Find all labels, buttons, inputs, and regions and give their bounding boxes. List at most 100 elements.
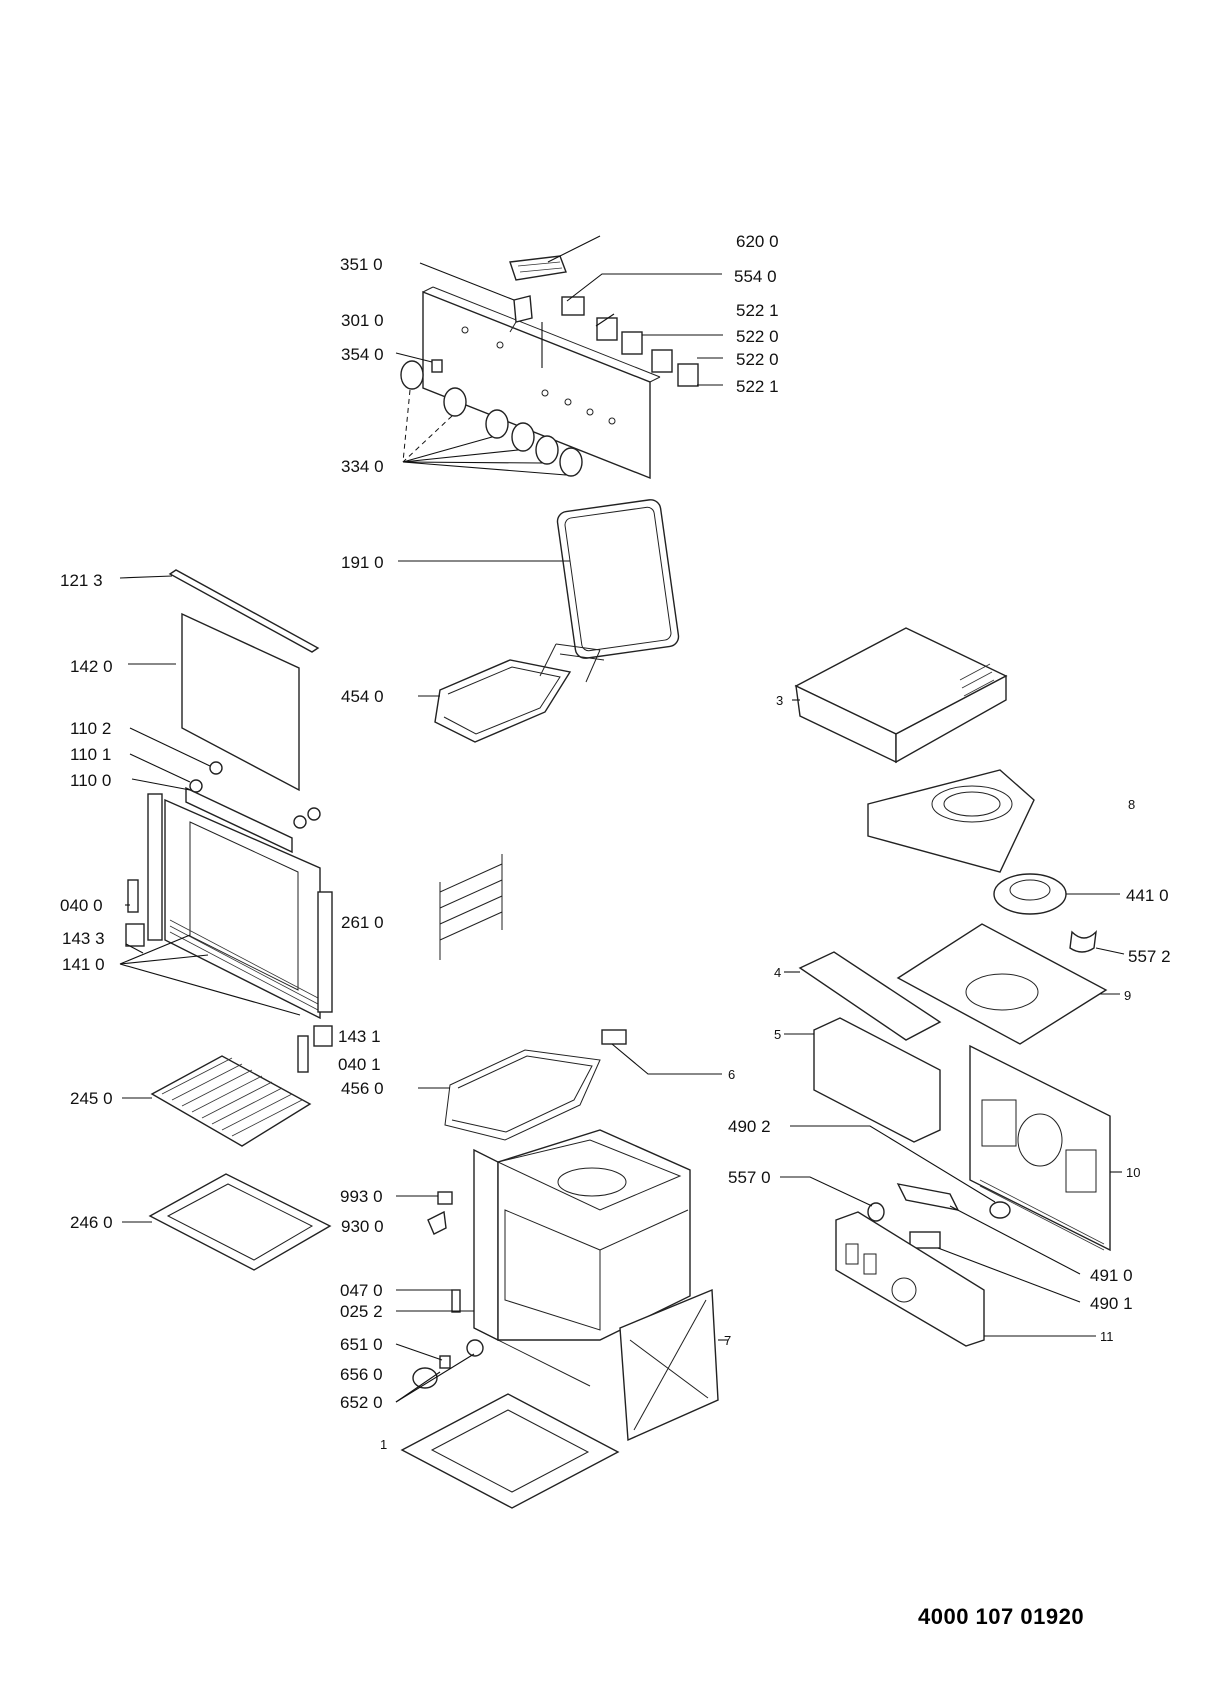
callout-4: 4	[774, 965, 781, 980]
control-panel-group	[395, 235, 723, 480]
connector-block-4901	[909, 1231, 941, 1249]
rear-panel	[969, 1044, 1111, 1252]
top-rail	[798, 951, 942, 1041]
thermostat	[513, 295, 533, 323]
callout-2450: 245 0	[70, 1089, 113, 1108]
cavity-bottom-plate	[400, 1393, 620, 1509]
drip-tray	[148, 1173, 332, 1271]
callout-1420: 142 0	[70, 657, 113, 676]
callout-5540: 554 0	[734, 267, 777, 286]
callout-5221-b: 522 1	[736, 377, 779, 396]
switch-5221-a	[596, 317, 618, 341]
lamp-5570	[867, 1202, 885, 1222]
knob-spindle	[431, 359, 443, 373]
inner-glass	[181, 612, 300, 792]
callout-3: 3	[776, 693, 783, 708]
callout-1433: 143 3	[62, 929, 105, 948]
terminal-strip	[896, 1183, 960, 1211]
callout-10: 10	[1126, 1165, 1140, 1180]
element-bracket	[601, 1029, 627, 1045]
hinge-bracket-1431	[313, 1025, 333, 1047]
fan-shroud	[867, 769, 1035, 873]
callout-4560: 456 0	[341, 1079, 384, 1098]
door-top-trim	[168, 569, 320, 653]
cavity-back-panel	[619, 1288, 719, 1442]
callout-1213: 121 3	[60, 571, 103, 590]
switch-5221-b	[677, 363, 699, 387]
hinge-bracket-1433	[125, 923, 145, 947]
lamp-bulb	[439, 1355, 451, 1369]
callout-4910: 491 0	[1090, 1266, 1133, 1285]
oven-cavity-group	[395, 1129, 728, 1509]
callout-4901: 490 1	[1090, 1294, 1133, 1313]
door-side-rail-right	[317, 891, 333, 1013]
document-number: 4000 107 01920	[918, 1604, 1085, 1629]
door-gasket	[556, 499, 680, 659]
callout-1910: 191 0	[341, 553, 384, 572]
callout-0400: 040 0	[60, 896, 103, 915]
control-knobs	[400, 360, 583, 477]
grill-element	[434, 659, 572, 743]
hinge-0400	[127, 879, 139, 913]
rear-components-group	[780, 627, 1125, 1347]
door-side-rail-left	[147, 793, 163, 941]
callout-3540: 354 0	[341, 345, 384, 364]
callout-9930: 993 0	[340, 1187, 383, 1206]
callout-2460: 246 0	[70, 1213, 113, 1232]
callout-3340: 334 0	[341, 457, 384, 476]
callout-5570: 557 0	[728, 1168, 771, 1187]
bottom-element	[444, 1049, 601, 1141]
selector-switch	[561, 296, 585, 316]
door-handle	[185, 786, 293, 854]
lamp-clip	[427, 1210, 447, 1235]
cavity-front-frame	[473, 1148, 499, 1342]
callout-4410: 441 0	[1126, 886, 1169, 905]
hinge-0401	[297, 1035, 309, 1073]
spacer-1102	[209, 761, 223, 775]
callout-1431: 143 1	[338, 1027, 381, 1046]
callout-0252: 025 2	[340, 1302, 383, 1321]
motor-clip	[1069, 930, 1097, 953]
callout-4902: 490 2	[728, 1117, 771, 1136]
heating-elements	[418, 643, 722, 1141]
callout-5220-a: 522 0	[736, 327, 779, 346]
door-switch	[451, 1289, 461, 1313]
callout-6200: 620 0	[736, 232, 779, 251]
callout-6560: 656 0	[340, 1365, 383, 1384]
callout-5221-a: 522 1	[736, 301, 779, 320]
callout-1102: 110 2	[70, 719, 111, 738]
lamp-glass	[412, 1367, 438, 1389]
side-rack	[439, 854, 503, 960]
callout-1100: 110 0	[70, 771, 111, 790]
callout-9300: 930 0	[341, 1217, 384, 1236]
callout-0401: 040 1	[338, 1055, 381, 1074]
callout-6510: 651 0	[340, 1335, 383, 1354]
rear-plate	[896, 923, 1108, 1045]
switch-5220-a	[621, 331, 643, 355]
door-frame	[164, 798, 321, 1020]
callout-1101: 110 1	[70, 745, 111, 764]
callout-2610: 261 0	[341, 913, 384, 932]
callout-4540: 454 0	[341, 687, 384, 706]
callout-1410: 141 0	[62, 955, 105, 974]
lamp-socket-4902	[989, 1201, 1011, 1219]
callout-9: 9	[1124, 988, 1131, 1003]
oven-cavity	[497, 1129, 691, 1341]
callout-8: 8	[1128, 797, 1135, 812]
control-module	[835, 1211, 985, 1347]
callout-5: 5	[774, 1027, 781, 1042]
spacer-1101	[293, 815, 307, 829]
callout-1: 1	[380, 1437, 387, 1452]
callout-3010: 301 0	[341, 311, 384, 330]
callout-labels: 620 0 351 0 554 0 522 1 301 0 522 0 354 …	[60, 232, 1171, 1452]
callout-0470: 047 0	[340, 1281, 383, 1300]
callout-3510: 351 0	[340, 255, 383, 274]
terminal-block	[509, 255, 567, 281]
callout-11: 11	[1100, 1329, 1114, 1344]
callout-6520: 652 0	[340, 1393, 383, 1412]
callout-7: 7	[724, 1333, 731, 1348]
control-panel	[422, 290, 651, 480]
door-group	[119, 499, 680, 1073]
trays	[122, 1055, 332, 1271]
spacer-1100	[189, 779, 203, 793]
